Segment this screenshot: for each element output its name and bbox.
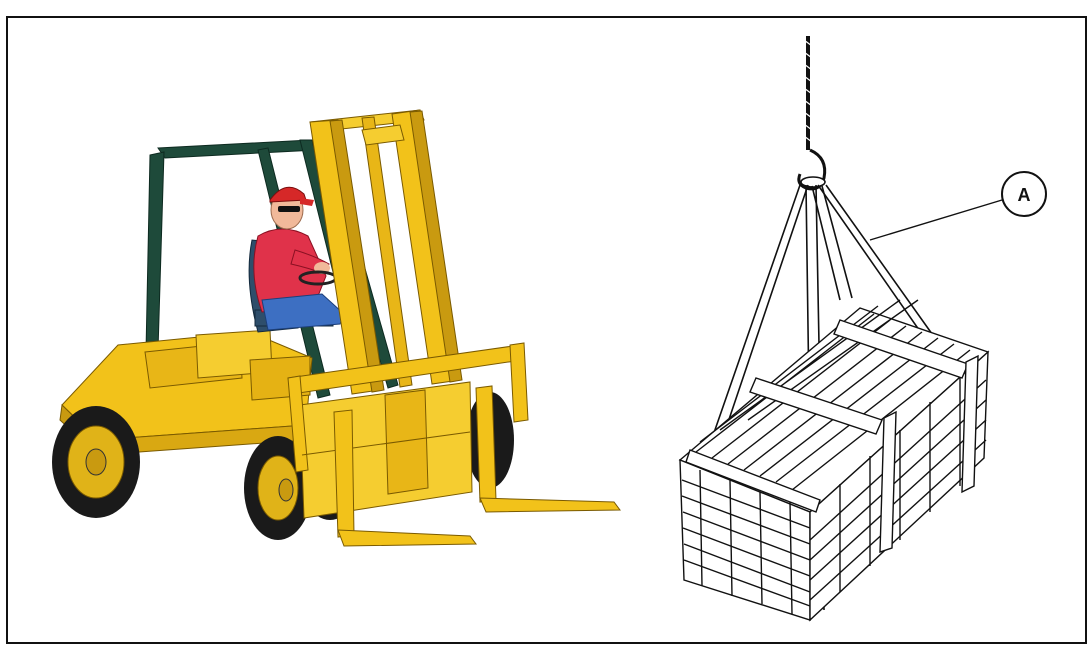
crane-hook: [799, 150, 825, 189]
sling-lift-illustration: A: [680, 36, 1046, 620]
callout-a: A: [870, 172, 1046, 240]
rear-tire: [52, 406, 140, 518]
forklift-illustration: [52, 110, 620, 546]
lumber-bundle: [680, 300, 988, 620]
crane-chain: [804, 36, 812, 150]
callout-label: A: [1018, 185, 1031, 205]
